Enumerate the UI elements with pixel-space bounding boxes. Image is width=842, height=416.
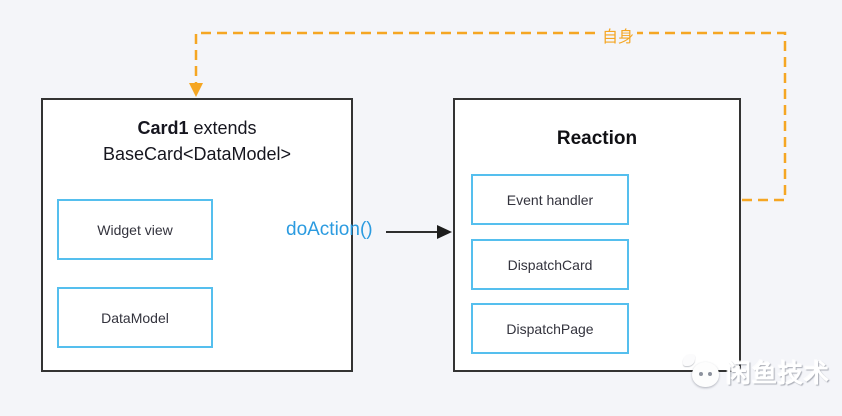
do-action-label: doAction() [286, 219, 373, 240]
reaction-title: Reaction [556, 128, 638, 149]
dispatch-page-label: DispatchPage [506, 320, 594, 337]
card1-title-extends: extends [188, 118, 257, 138]
watermark-text: 闲鱼技术 [726, 360, 831, 388]
card1-title-basecard: BaseCard<DataModel> [102, 144, 292, 164]
event-handler-label: Event handler [506, 191, 594, 208]
card1-title: Card1 extends BaseCard<DataModel> [41, 115, 353, 167]
dispatch-page-box: DispatchPage [471, 303, 629, 354]
dispatch-card-label: DispatchCard [507, 256, 593, 273]
widget-view-label: Widget view [97, 221, 173, 238]
self-loop-arrowhead [189, 83, 203, 97]
self-loop-label: 自身 [599, 23, 638, 47]
event-handler-box: Event handler [471, 174, 629, 225]
card1-title-name: Card1 [137, 118, 189, 138]
watermark: 闲鱼技术 [683, 352, 830, 392]
dispatch-card-box: DispatchCard [471, 239, 629, 290]
widget-view-box: Widget view [57, 199, 213, 260]
do-action-arrowhead [437, 225, 452, 239]
data-model-label: DataModel [101, 309, 169, 326]
xianyu-fish-icon [683, 352, 721, 392]
data-model-box: DataModel [57, 287, 213, 348]
